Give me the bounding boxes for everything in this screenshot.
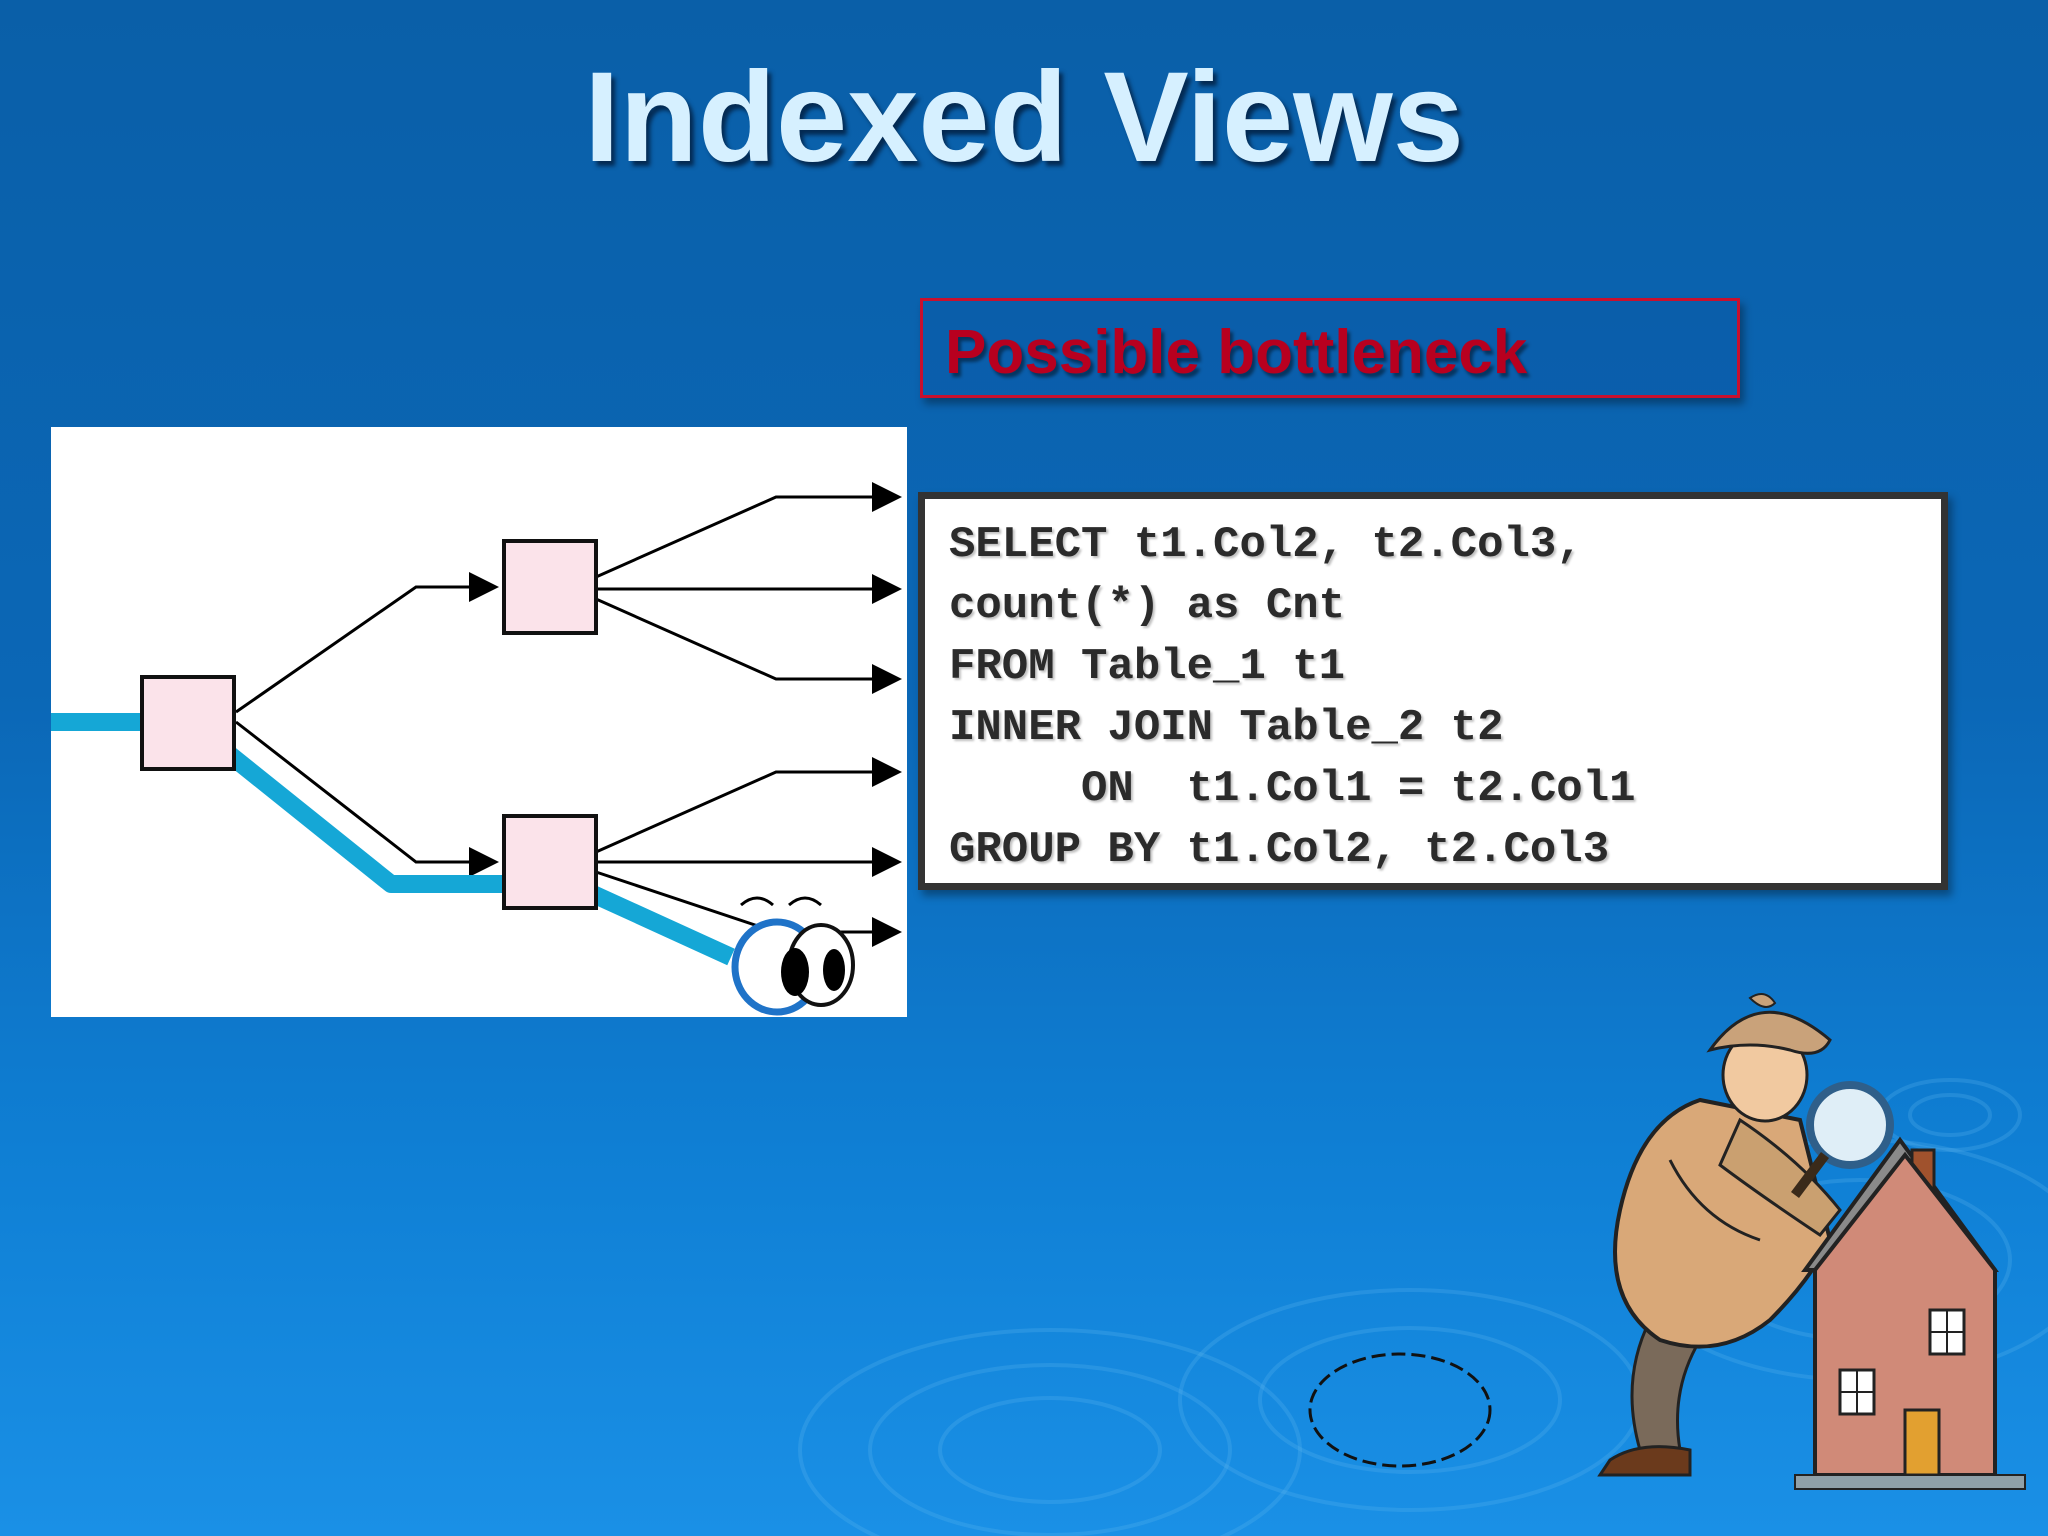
sql-line: ON t1.Col1 = t2.Col1: [949, 764, 1636, 814]
tree-edges: [235, 482, 902, 947]
cartoon-eyes-icon: [731, 896, 855, 1016]
query-plan-diagram: [51, 427, 907, 1017]
plan-node-lower: [502, 814, 598, 910]
sql-line: FROM Table_1 t1: [949, 642, 1346, 692]
detective-illustration: [1597, 993, 2026, 1490]
sql-line: SELECT t1.Col2, t2.Col3,: [949, 520, 1583, 570]
bottleneck-callout: Possible bottleneck: [920, 298, 1740, 398]
sql-code-box: SELECT t1.Col2, t2.Col3, count(*) as Cnt…: [918, 492, 1948, 890]
plan-node-upper: [502, 539, 598, 635]
bottleneck-label: Possible bottleneck: [945, 318, 1528, 387]
sql-line: INNER JOIN Table_2 t2: [949, 703, 1504, 753]
slide-title: Indexed Views: [584, 46, 1464, 189]
sql-line: GROUP BY t1.Col2, t2.Col3: [949, 825, 1610, 875]
plan-node-root: [140, 675, 236, 771]
sql-line: count(*) as Cnt: [949, 581, 1346, 631]
